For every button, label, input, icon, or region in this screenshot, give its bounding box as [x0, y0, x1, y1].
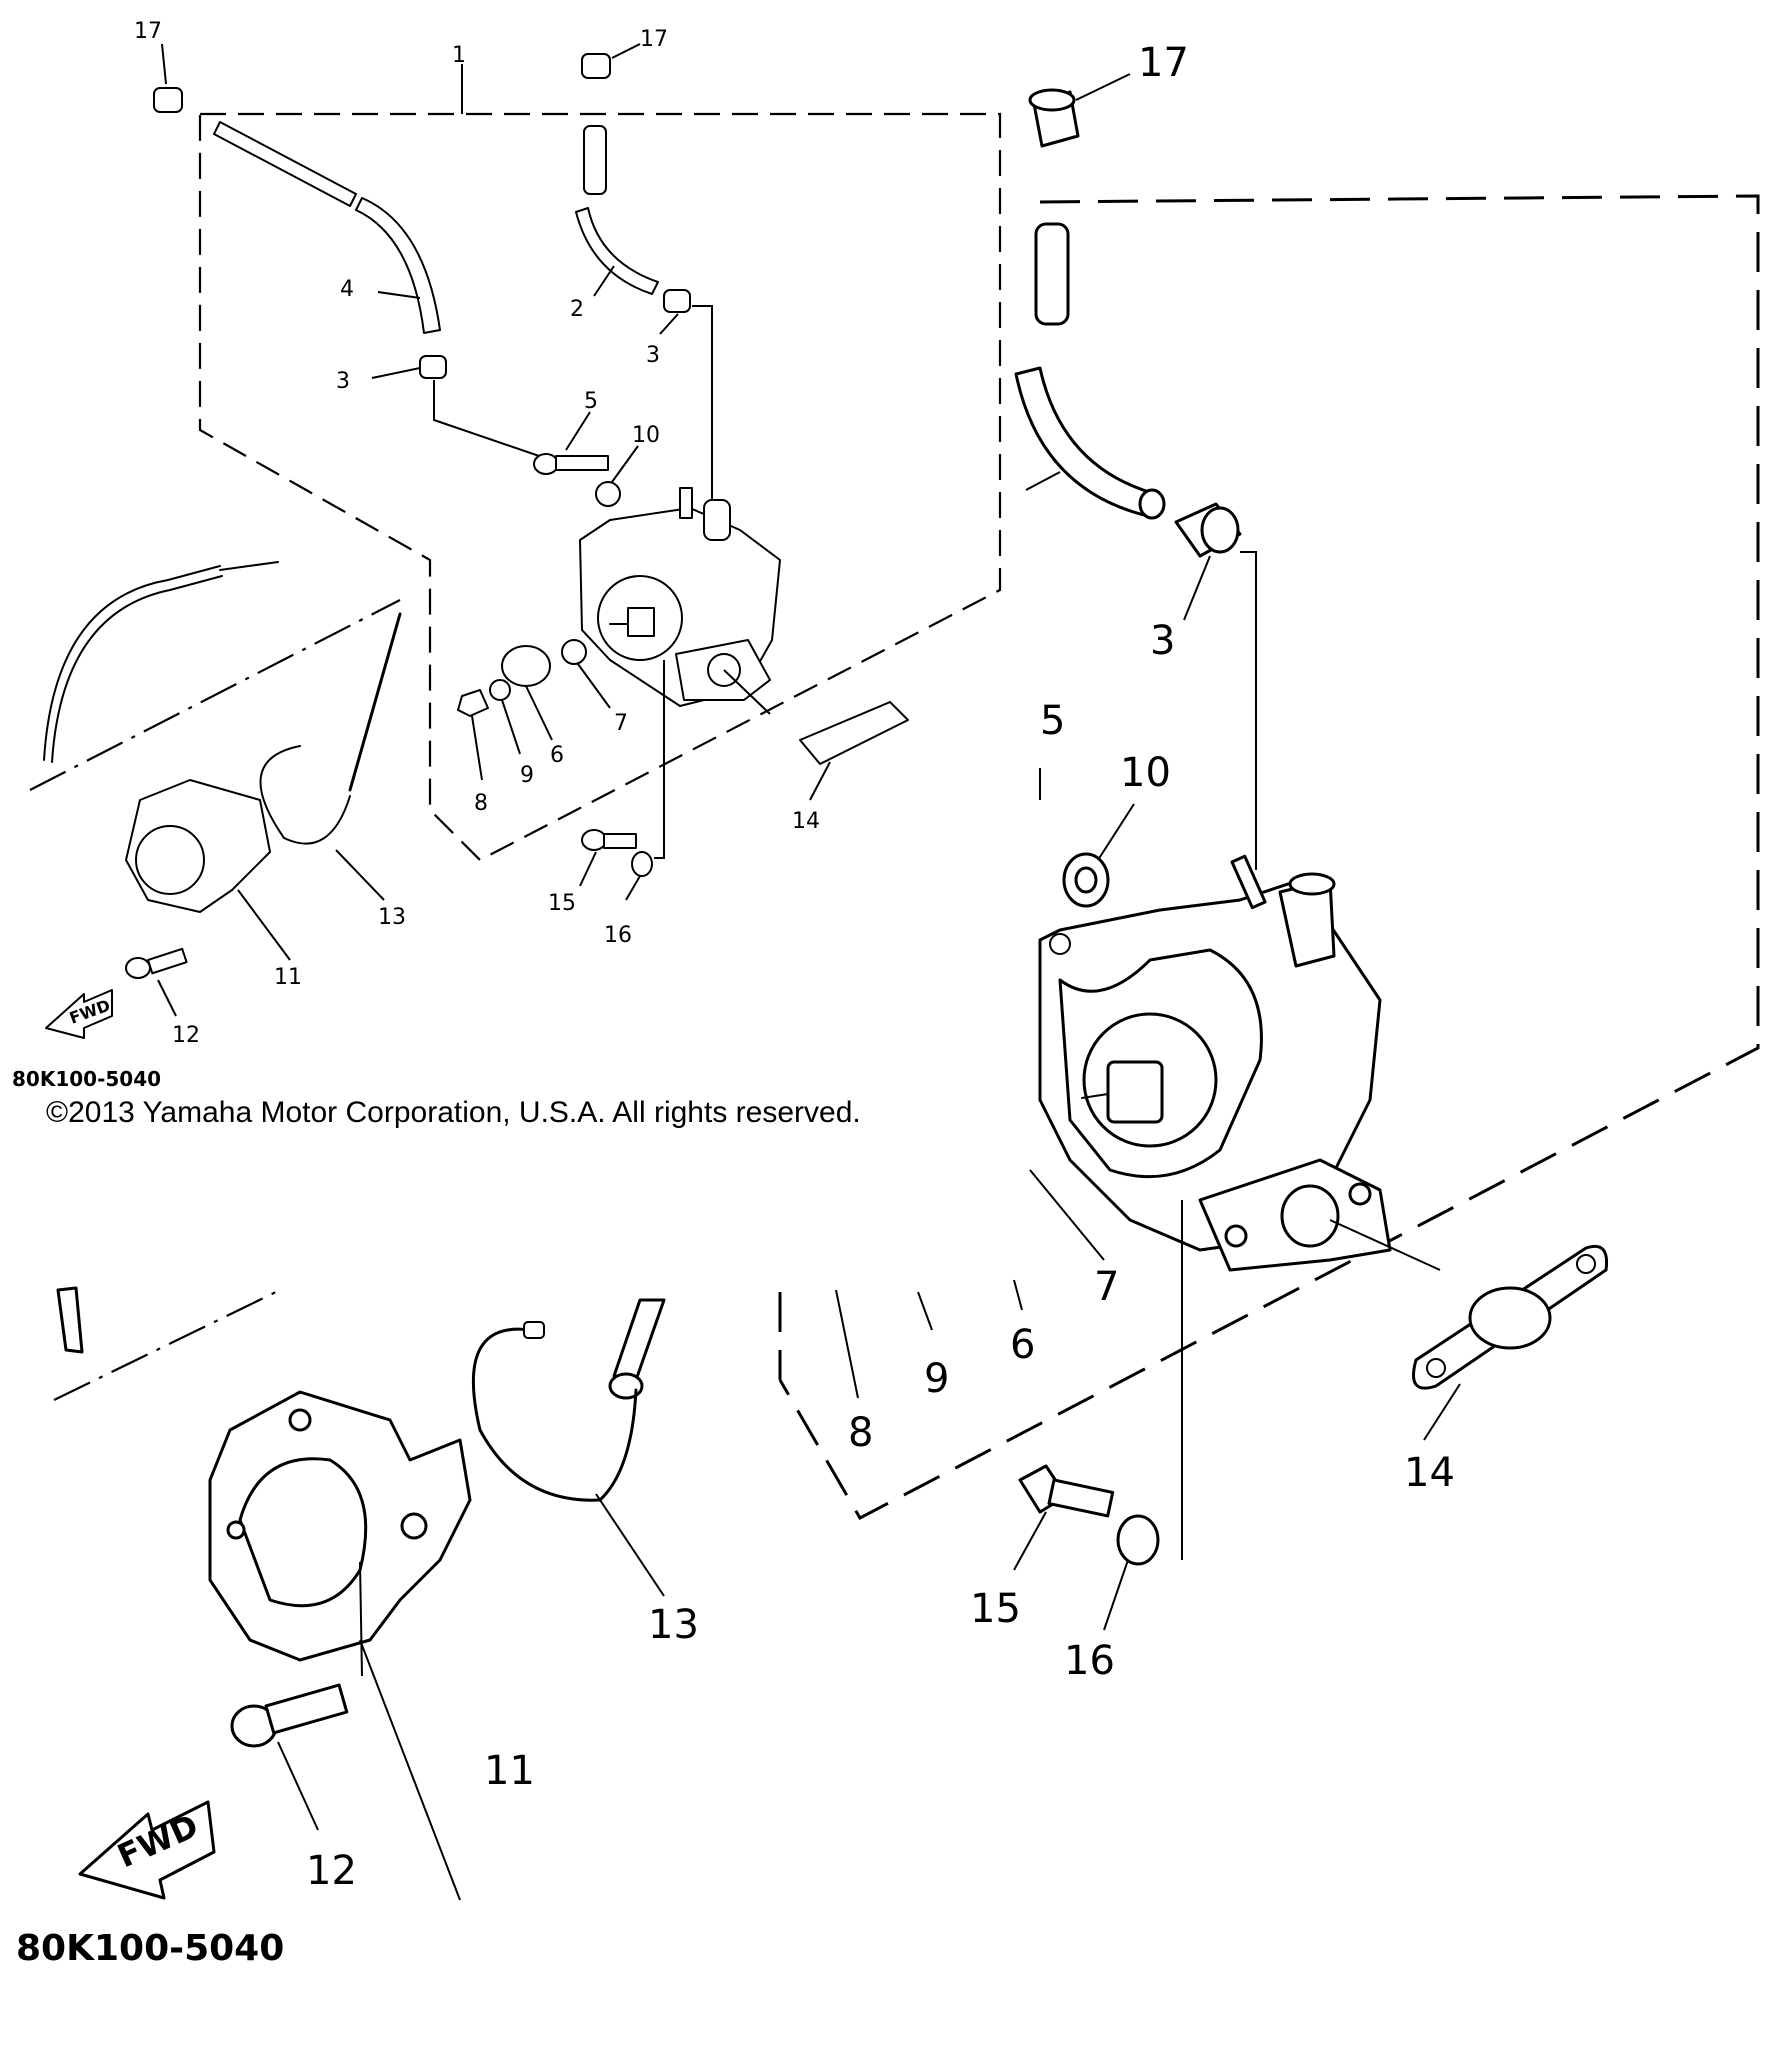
callout-14-large: 14: [1404, 1450, 1455, 1496]
fwd-arrow-small: FWD: [45, 989, 113, 1039]
carburetor-large: [1038, 854, 1441, 1272]
callout-5-small: 5: [584, 389, 598, 414]
callout-9-small: 9: [520, 763, 534, 788]
diagram-code-large: 80K100-5040: [16, 1928, 284, 1969]
callout-3-small-right: 3: [646, 343, 660, 368]
callout-3-large: 3: [1150, 618, 1175, 664]
assembly-boundary-small: [198, 112, 1002, 862]
bolt-5-small: [533, 411, 609, 475]
gasket-14-large: [1412, 1244, 1609, 1441]
callout-11-large: 11: [484, 1748, 535, 1794]
bolt-15-large: [1013, 1464, 1115, 1571]
bolt-12-large: [230, 1561, 363, 1831]
cover-11-small: [125, 779, 291, 961]
bolt-15-small: [579, 829, 637, 887]
cable-small: [29, 561, 401, 791]
callout-5-large: 5: [1040, 698, 1065, 744]
cable-large-fragment: [53, 1286, 281, 1401]
fitting-3-left-small: [371, 355, 581, 471]
washer-16-small: [625, 660, 665, 901]
bolt-12-small: [125, 947, 188, 1017]
washer-10-large: [1062, 803, 1135, 908]
assembly-boundary-large: [778, 194, 1760, 1520]
zoomed-diagram: FWD 17 3 5 10 7 6 9 8 14 15 16 13 11 12: [53, 40, 1760, 1901]
callout-13-large: 13: [648, 1602, 699, 1648]
callout-7-small: 7: [614, 711, 628, 736]
fitting-3-large: [1174, 502, 1257, 870]
hose-2-large: [1014, 222, 1166, 520]
callout-2-small: 2: [570, 297, 584, 322]
callout-11-small: 11: [274, 965, 302, 990]
callout-13-small: 13: [378, 905, 406, 930]
washer-10-small: [595, 445, 639, 507]
callout-10-small: 10: [632, 423, 660, 448]
callout-17-small-top: 17: [640, 27, 668, 52]
gasket-14-small: [799, 701, 909, 801]
diagram-code-small: 80K100-5040: [12, 1067, 161, 1091]
carburetor-small: [579, 487, 781, 715]
callout-3-small-left: 3: [336, 369, 350, 394]
hose-2-small: [575, 125, 713, 500]
overview-diagram: FWD 1 2 3 3 4 5 10 6 7 8 9 11 12 13 14 1…: [29, 19, 1002, 1048]
callout-14-small: 14: [792, 809, 820, 834]
callout-16-small: 16: [604, 923, 632, 948]
callout-15-small: 15: [548, 891, 576, 916]
nut-9-small: [489, 679, 521, 755]
hose-4-small: [213, 121, 441, 334]
callout-17-small-left: 17: [134, 19, 162, 44]
callout-6-small: 6: [550, 743, 564, 768]
washer-16-large: [1103, 1514, 1160, 1631]
rod-large: [608, 1298, 666, 1400]
washer-7-small: [561, 639, 611, 709]
wire-13-small: [259, 745, 385, 901]
callout-12-small: 12: [172, 1023, 200, 1048]
callout-17-large: 17: [1138, 40, 1189, 86]
rod-small: [348, 612, 402, 792]
callout-15-large: 15: [970, 1586, 1021, 1632]
nut-8-small: [457, 689, 489, 781]
fwd-arrow-large: FWD: [78, 1800, 216, 1900]
wire-13-large: [471, 1321, 665, 1597]
callout-1: 1: [452, 43, 466, 68]
callout-16-large: 16: [1064, 1638, 1115, 1684]
copyright-notice: ©2013 Yamaha Motor Corporation, U.S.A. A…: [46, 1096, 861, 1129]
callout-10-large: 10: [1120, 750, 1171, 796]
callout-4-small: 4: [340, 277, 354, 302]
fitting-17-large: [1028, 73, 1131, 148]
fitting-17-small: [153, 43, 641, 113]
callout-9-large: 9: [924, 1356, 949, 1402]
callout-8-large: 8: [848, 1410, 873, 1456]
washer-6-small: [501, 645, 553, 741]
cover-11-large: [208, 1390, 472, 1901]
callout-8-small: 8: [474, 791, 488, 816]
callout-12-large: 12: [306, 1848, 357, 1894]
callout-7-large: 7: [1094, 1264, 1119, 1310]
callout-6-large: 6: [1010, 1322, 1035, 1368]
